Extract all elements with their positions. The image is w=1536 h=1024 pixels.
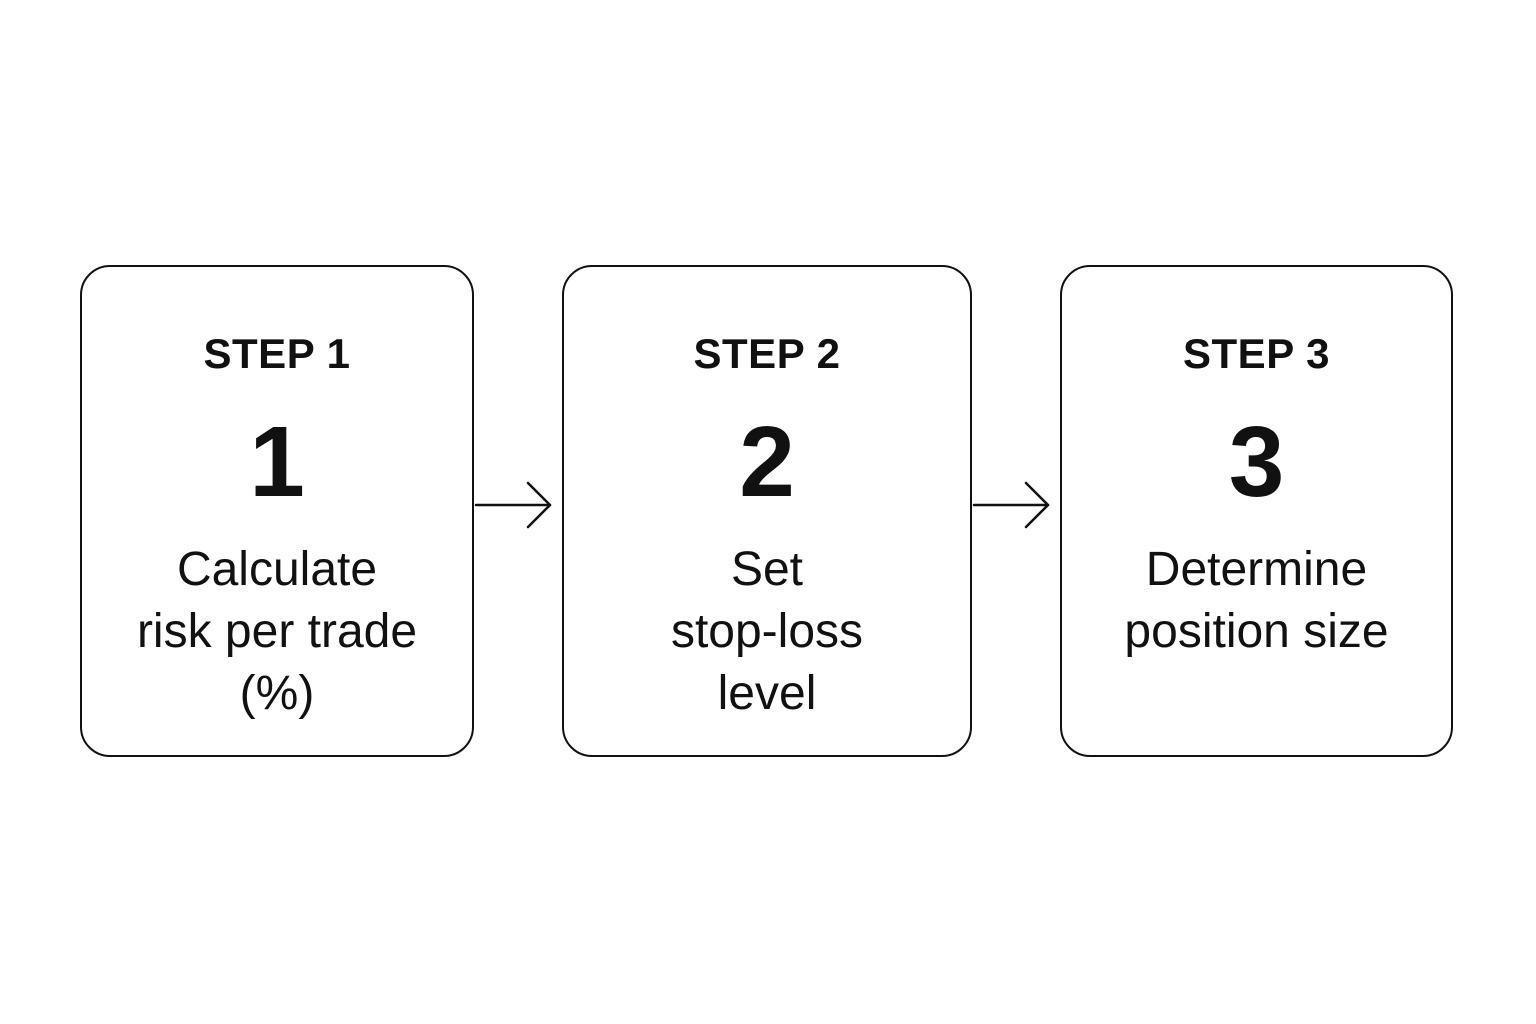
- step-1-number: 1: [249, 406, 305, 518]
- arrow-right-icon: [972, 481, 1050, 529]
- step-1-desc-line: Calculate: [176, 543, 378, 596]
- step-3-description: Determine position size: [1062, 539, 1451, 663]
- step-2-number: 2: [739, 406, 795, 518]
- step-1-desc-line: (%): [239, 667, 315, 720]
- step-2-desc-line: stop-loss: [670, 605, 864, 658]
- step-2-desc-line: level: [717, 667, 817, 720]
- step-3-desc-line: position size: [1124, 605, 1389, 658]
- step-1-desc-line: risk per trade: [136, 605, 418, 658]
- step-2-desc-line: Set: [730, 543, 804, 596]
- step-3-desc-line: Determine: [1145, 543, 1368, 596]
- step-3-number: 3: [1228, 406, 1285, 518]
- step-1-label: STEP 1: [203, 330, 351, 377]
- step-2-box: STEP 2 2 Set stop-loss level: [562, 265, 972, 757]
- step-1-box: STEP 1 1 Calculate risk per trade (%): [80, 265, 474, 757]
- arrow-right-icon: [474, 481, 552, 529]
- step-2-description: Set stop-loss level: [564, 539, 970, 725]
- step-3-label: STEP 3: [1183, 330, 1330, 377]
- step-3-box: STEP 3 3 Determine position size: [1060, 265, 1453, 757]
- step-1-description: Calculate risk per trade (%): [82, 539, 472, 725]
- step-2-label: STEP 2: [693, 330, 841, 377]
